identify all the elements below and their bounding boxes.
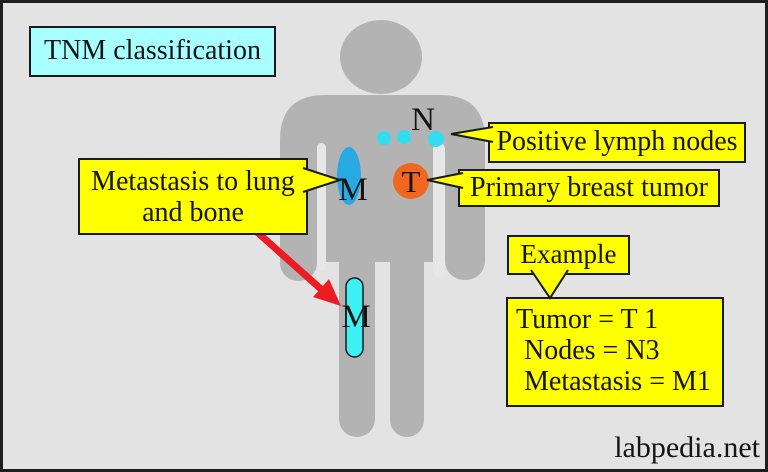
lung-metastasis-letter: M — [338, 172, 367, 208]
nodes-letter: N — [411, 102, 435, 138]
positive-lymph-nodes-label: Positive lymph nodes — [496, 126, 738, 158]
lymph-nodes-callout-tail — [450, 126, 494, 143]
lymph-node-dots — [377, 130, 444, 147]
arm-slits — [317, 143, 445, 277]
metastasis-callout-line2: and bone — [142, 196, 244, 228]
example-values-box: Tumor = T 1 Nodes = N3 Metastasis = M1 — [506, 297, 724, 407]
metastasis-callout: Metastasis to lung and bone — [78, 158, 308, 235]
watermark: labpedia.net — [614, 431, 760, 464]
metastasis-arrow — [254, 229, 341, 306]
lymph-node-dot — [428, 131, 444, 147]
primary-tumor-shape — [393, 163, 429, 199]
lymph-node-dot — [377, 131, 391, 145]
bone-metastasis-letter: M — [341, 299, 370, 335]
example-tumor-value: Tumor = T 1 — [516, 304, 659, 335]
tumor-letter: T — [402, 164, 421, 199]
metastasis-callout-tail — [302, 167, 344, 193]
lung-metastasis-shape — [337, 147, 361, 205]
example-title-box: Example — [507, 235, 630, 275]
primary-breast-tumor-callout: Primary breast tumor — [458, 169, 720, 207]
human-figure — [280, 20, 485, 437]
left-arm-slit — [317, 143, 326, 271]
example-metastasis-value: Metastasis = M1 — [524, 366, 711, 397]
figure-left-leg — [339, 228, 375, 437]
figure-torso — [280, 95, 485, 262]
example-label: Example — [520, 239, 617, 270]
figure-head — [340, 20, 422, 94]
tnm-classification-label: TNM classification — [44, 35, 261, 67]
bone-metastasis-shape — [345, 277, 364, 358]
primary-breast-tumor-label: Primary breast tumor — [470, 171, 708, 203]
positive-lymph-nodes-callout: Positive lymph nodes — [488, 122, 746, 163]
tnm-classification-title-box: TNM classification — [29, 26, 276, 77]
right-arm-slit — [433, 143, 445, 277]
metastasis-callout-line1: Metastasis to lung — [91, 165, 295, 197]
lymph-node-dot — [397, 130, 411, 144]
figure-right-leg — [390, 228, 424, 437]
example-nodes-value: Nodes = N3 — [524, 335, 660, 366]
